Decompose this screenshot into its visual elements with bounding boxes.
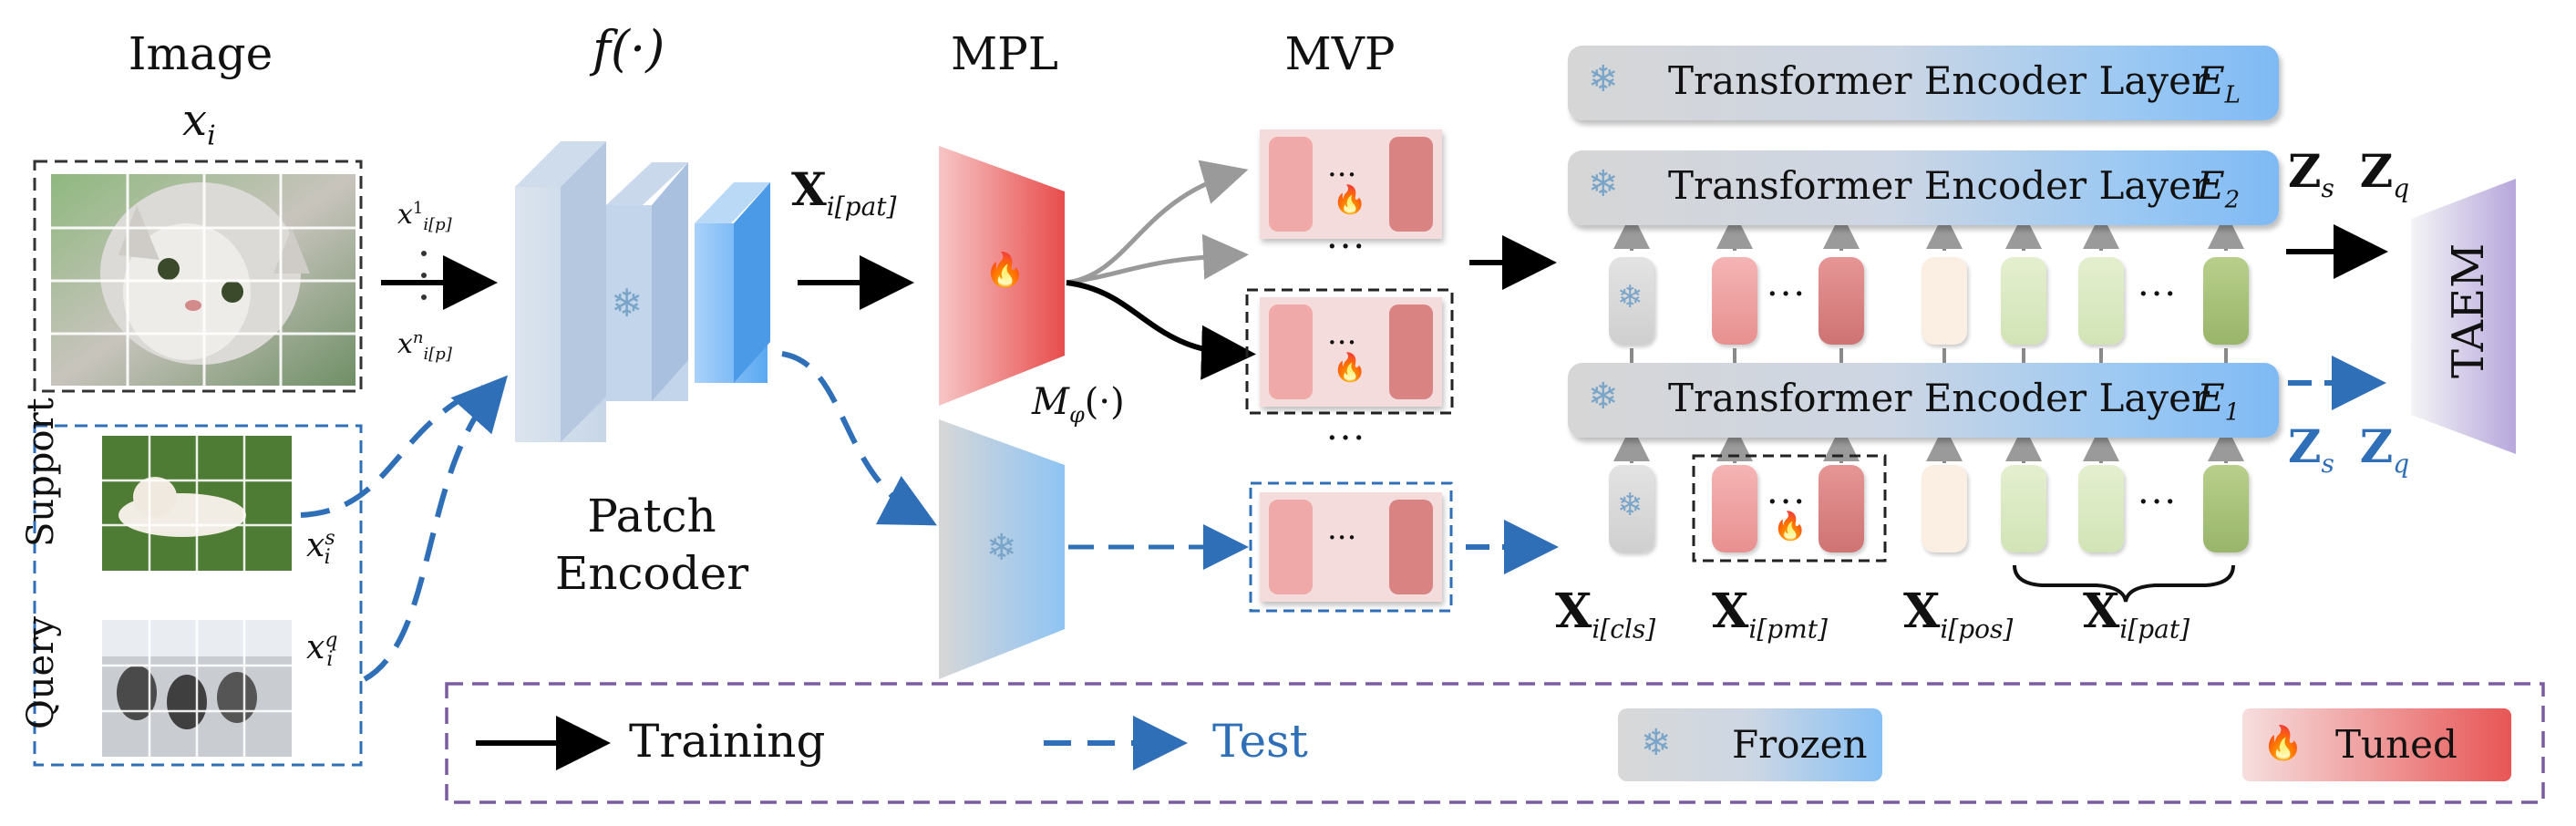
support-label: Support <box>20 398 62 547</box>
support-var: xsi <box>306 527 335 570</box>
token-label-pat: Xi[pat] <box>2083 583 2190 645</box>
token-pmt-lower-2 <box>1819 465 1864 552</box>
token-pos-upper <box>1922 257 1967 345</box>
flame-icon: 🔥 <box>1333 184 1367 216</box>
image-var: xi <box>182 95 216 152</box>
token-cls-upper: ❄ <box>1609 257 1654 345</box>
mpl-tuned-shape <box>939 146 1065 406</box>
z-label-train: Zs Zq <box>2288 144 2410 203</box>
patch-grid <box>51 174 355 386</box>
mpl-frozen-shape <box>939 419 1065 679</box>
token-pat-upper-2 <box>2078 257 2124 345</box>
mvp-selected-frame <box>1245 288 1454 415</box>
token-pat-lower-2 <box>2078 465 2124 552</box>
token-pat-lower-3 <box>2203 465 2249 552</box>
snowflake-icon: ❄ <box>1588 58 1619 100</box>
token-dots-pat-upper: ··· <box>2138 274 2179 315</box>
flame-icon: 🔥 <box>1773 511 1808 542</box>
mpl-fn: Mφ(·) <box>1032 381 1125 428</box>
mvp-card-1: ··· 🔥 <box>1260 129 1442 239</box>
token-pmt-lower-1 <box>1712 465 1757 552</box>
flame-icon: 🔥 <box>2262 725 2303 762</box>
query-label: Query <box>20 616 62 729</box>
snowflake-icon: ❄ <box>1641 722 1672 764</box>
mvp-test-frame <box>1249 481 1453 613</box>
z-label-test: Zs Zq <box>2288 419 2410 479</box>
token-pat-upper-1 <box>2001 257 2046 345</box>
mvp-title: MVP <box>1284 27 1396 80</box>
mvp-dots-1: ··· <box>1326 226 1367 268</box>
mvp-card-3: ··· 🔥 <box>1260 297 1442 407</box>
arrow-query-encoder <box>363 375 508 682</box>
transformer-layer-L: ❄ Transformer Encoder Layer EL <box>1568 46 2279 120</box>
snowflake-icon: ❄ <box>986 527 1017 569</box>
legend-frame <box>445 682 2545 804</box>
token-label-cls: Xi[cls] <box>1555 583 1656 645</box>
token-connectors <box>1613 212 2244 463</box>
taem-shape <box>2411 179 2516 454</box>
token-cls-lower: ❄ <box>1609 465 1654 552</box>
token-pos-lower <box>1922 465 1967 552</box>
mpl-title: MPL <box>950 27 1059 80</box>
token-pat-upper-3 <box>2203 257 2249 345</box>
taem-label: TAEM <box>2443 243 2494 378</box>
snowflake-icon: ❄ <box>1588 163 1619 205</box>
snowflake-icon: ❄ <box>1588 376 1619 418</box>
token-dots-pmt-upper: ··· <box>1767 274 1808 315</box>
mvp-dots-2: ··· <box>1326 418 1367 459</box>
snowflake-icon: ❄ <box>611 281 644 325</box>
legend-frozen-swatch <box>1618 708 1882 781</box>
image-title: Image <box>128 27 273 80</box>
arrow-mpl-mvp1 <box>1066 160 1249 285</box>
patch-label-last: xni[p] <box>397 328 452 364</box>
token-label-pos: Xi[pos] <box>1903 583 2014 645</box>
transformer-layer-2: ❄ Transformer Encoder Layer E2 <box>1568 150 2279 225</box>
token-pmt-upper-1 <box>1712 257 1757 345</box>
patch-label-first: x1i[p] <box>397 199 452 234</box>
arrow-mpl-mvp3 <box>1066 280 1256 380</box>
patch-encoder-shape <box>515 141 770 442</box>
arrow-encoder-mpl-test <box>781 351 937 526</box>
legend-frozen-label: Frozen <box>1732 722 1868 767</box>
image-frame <box>33 160 363 393</box>
arrow-mpl-mvp2 <box>1066 233 1249 285</box>
encoder-fn: f(·) <box>592 20 665 77</box>
x-pat-label: Xi[pat] <box>791 162 897 222</box>
snowflake-icon: ❄ <box>1617 279 1643 315</box>
flame-icon: 🔥 <box>1333 352 1367 384</box>
query-var: xqi <box>306 629 338 672</box>
patch-dots <box>421 251 427 300</box>
support-query-frame <box>33 424 363 767</box>
legend-training-label: Training <box>629 715 826 768</box>
flame-icon: 🔥 <box>984 252 1025 289</box>
pat-brace <box>2013 564 2235 603</box>
token-dots-pmt-lower: ··· <box>1767 481 1808 523</box>
token-dots-pat-lower: ··· <box>2138 481 2179 523</box>
token-pat-lower-1 <box>2001 465 2046 552</box>
legend-tuned-swatch <box>2242 708 2511 781</box>
token-pmt-upper-2 <box>1819 257 1864 345</box>
token-label-pmt: Xi[pmt] <box>1712 583 1828 645</box>
snowflake-icon: ❄ <box>1617 487 1643 523</box>
transformer-layer-1: ❄ Transformer Encoder Layer E1 <box>1568 363 2279 438</box>
legend-tuned-label: Tuned <box>2335 722 2458 767</box>
pmt-token-frame <box>1692 454 1887 563</box>
mvp-card-test: ··· <box>1260 492 1442 602</box>
legend-test-label: Test <box>1212 715 1308 768</box>
